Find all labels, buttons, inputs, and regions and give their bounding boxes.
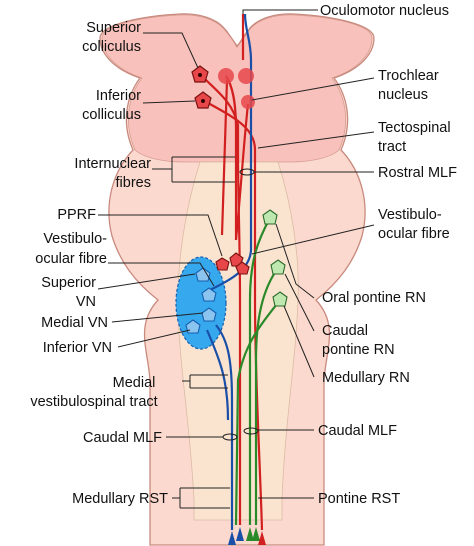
label-rostral-mlf: Rostral MLF	[378, 165, 457, 181]
arrowheads	[228, 527, 266, 545]
inferior-colliculus-neuron	[194, 91, 212, 109]
label-pontine-rst: Pontine RST	[318, 491, 400, 507]
caudal-mlf-marker-right	[243, 427, 259, 435]
oculomotor-nucleus-right	[238, 68, 254, 84]
medial-vestibulospinal-tract	[215, 324, 234, 530]
label-caudal-mlf-right: Caudal MLF	[318, 423, 397, 439]
arrow-green-2	[252, 527, 260, 541]
arrow-green-1	[246, 527, 254, 541]
red-pprf-fibre	[234, 103, 250, 241]
medullary-rn-neuron	[272, 291, 288, 307]
leader-oculomotor	[242, 9, 318, 14]
oral-pontine-rn-neuron	[262, 209, 278, 225]
label-medullary-rst: Medullary RST	[72, 491, 168, 507]
leader-oral-pontine-rn	[275, 223, 315, 299]
pprf-neurons	[215, 252, 250, 275]
label-trochlear-line1: Trochlear	[378, 68, 439, 84]
leader-inferior-vn	[117, 329, 191, 348]
leader-vestibulo-ocular-right	[251, 224, 375, 255]
oculomotor-nucleus-left	[218, 68, 234, 84]
label-medullary-rn: Medullary RN	[322, 370, 410, 386]
label-medial-vst-line2: vestibulospinal tract	[30, 394, 157, 410]
label-inferior-vn: Inferior VN	[43, 340, 112, 356]
leader-medullary-rn	[283, 305, 315, 378]
neurons	[185, 65, 288, 441]
leader-medial-vst-bracket	[182, 374, 228, 389]
arrow-red-1	[258, 531, 266, 545]
leader-medial-vn	[111, 312, 204, 323]
label-vestibulo-ocular-left-line1: Vestibulo-	[43, 231, 107, 247]
label-caudal-pontine-rn-line1: Caudal	[322, 323, 368, 339]
label-superior-colliculus-line2: colliculus	[82, 39, 141, 55]
green-reticular-fibre-2	[254, 267, 279, 525]
label-pprf: PPRF	[57, 207, 96, 223]
green-reticular-fibre-1	[248, 217, 271, 525]
label-superior-colliculus-line1: Superior	[86, 20, 141, 36]
label-trochlear-line2: nucleus	[378, 87, 428, 103]
label-superior-vn-line2: VN	[76, 294, 96, 310]
label-vestibulo-ocular-left-line2: ocular fibre	[35, 251, 107, 267]
tectospinal-tract-right	[202, 99, 264, 531]
label-medial-vst-line1: Medial	[113, 375, 156, 391]
leader-superior-colliculus	[143, 32, 199, 69]
caudal-pontine-rn-neuron	[270, 259, 286, 275]
label-inferior-colliculus-line1: Inferior	[96, 88, 141, 104]
label-tectospinal-line2: tract	[378, 139, 406, 155]
label-oral-pontine-rn: Oral pontine RN	[322, 290, 426, 306]
leader-tectospinal	[257, 131, 375, 149]
leader-inferior-colliculus	[142, 100, 196, 104]
label-internuclear-line1: Internuclear	[74, 156, 151, 172]
leader-trochlear	[251, 77, 375, 101]
leader-lines	[97, 9, 375, 509]
label-oculomotor-nucleus: Oculomotor nucleus	[320, 3, 449, 19]
vestibular-neurons	[185, 267, 217, 334]
labels: Oculomotor nucleus Superior colliculus I…	[30, 3, 457, 507]
superior-colliculus-neuron	[191, 65, 209, 83]
label-vestibulo-ocular-right-line1: Vestibulo-	[378, 207, 442, 223]
green-reticular-fibre-3	[234, 299, 281, 526]
label-caudal-pontine-rn-line2: pontine RN	[322, 342, 395, 358]
arrow-blue-1	[228, 531, 236, 545]
label-caudal-mlf-left: Caudal MLF	[83, 430, 162, 446]
leader-internuclear-bracket	[152, 156, 235, 183]
label-vestibulo-ocular-right-line2: ocular fibre	[378, 226, 450, 242]
leader-pprf	[98, 214, 223, 257]
caudal-mlf-fibre	[205, 329, 230, 421]
leader-medullary-rst-bracket	[172, 487, 230, 509]
arrow-blue-2	[236, 527, 244, 541]
leader-vestibulo-ocular-left	[108, 262, 215, 287]
trochlear-nucleus-right	[241, 95, 255, 109]
label-medial-vn: Medial VN	[41, 315, 108, 331]
label-tectospinal-line1: Tectospinal	[378, 120, 451, 136]
leader-superior-vn	[97, 273, 196, 290]
brainstem-outline	[99, 13, 375, 546]
label-inferior-colliculus-line2: colliculus	[82, 107, 141, 123]
label-superior-vn-line1: Superior	[41, 275, 96, 291]
leader-caudal-pontine-rn	[284, 273, 315, 332]
blue-oculomotor-fibre	[243, 13, 253, 61]
label-internuclear-line2: fibres	[116, 175, 151, 191]
midbrain-region	[101, 14, 373, 163]
